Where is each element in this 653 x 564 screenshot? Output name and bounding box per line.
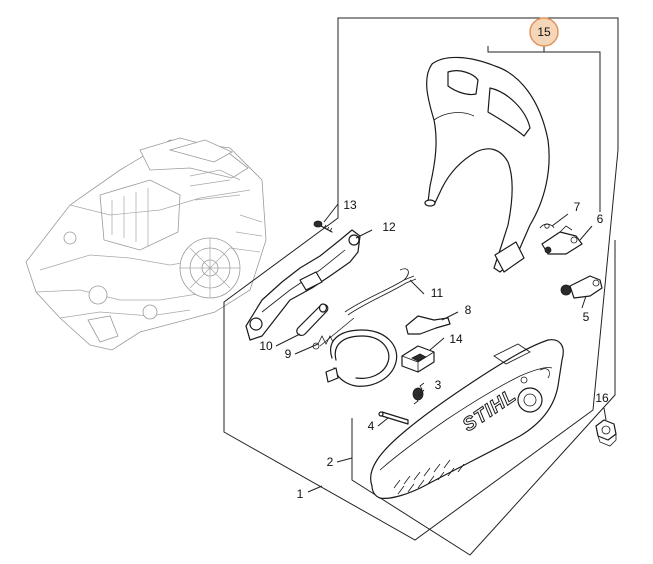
- callout-15-highlight: [529, 17, 559, 47]
- callout-9: 9: [285, 347, 292, 361]
- callout-labels: 15 13 12 7 6 11 8 5 14 10 9 3 16 4 2 1: [259, 17, 609, 501]
- callout-1: 1: [297, 487, 304, 501]
- brake-bracket-part: [245, 229, 361, 341]
- slide-block-part-14: [401, 345, 435, 373]
- callout-7: 7: [574, 200, 581, 214]
- callout-12: 12: [382, 220, 396, 234]
- screw-part-13: [313, 220, 333, 233]
- nut-part-16: [595, 419, 617, 447]
- hand-guard-part: [424, 56, 550, 273]
- leader-lines: [275, 203, 607, 493]
- callout-5: 5: [583, 310, 590, 324]
- callout-13: 13: [343, 198, 357, 212]
- callout-2: 2: [327, 455, 334, 469]
- callout-11: 11: [431, 286, 444, 300]
- callout-3: 3: [435, 378, 442, 392]
- group-frame-2: [351, 240, 616, 556]
- callout-10: 10: [259, 339, 273, 353]
- group-frame-1: [223, 17, 619, 541]
- brake-band-part: [325, 329, 398, 387]
- callout-15: 15: [537, 25, 551, 39]
- sprocket-cover-part: STIHL: [370, 339, 564, 499]
- callout-6: 6: [597, 212, 604, 226]
- lever-part-7: [539, 223, 555, 229]
- link-arm-part-6: [541, 225, 583, 255]
- wire-link-part-11: [344, 268, 417, 316]
- pin-part-10: [296, 303, 329, 337]
- lever-link-part-5: [560, 275, 603, 299]
- engine-assembly-ghost: [25, 137, 267, 351]
- callout-14: 14: [449, 332, 463, 346]
- callout-8: 8: [465, 303, 472, 317]
- callout-4: 4: [368, 419, 375, 433]
- spring-part-3: [412, 382, 425, 405]
- pin-part-4: [378, 411, 409, 425]
- clip-part-8: [405, 315, 451, 335]
- callout-16: 16: [595, 391, 609, 405]
